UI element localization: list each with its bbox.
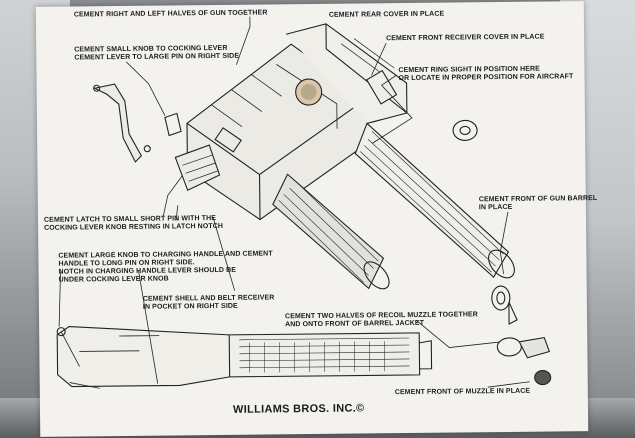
barrel-jacket <box>354 122 515 279</box>
exploded-gun-diagram <box>56 16 552 389</box>
instruction-label-cocking-lever: CEMENT SMALL KNOB TO COCKING LEVER CEMEN… <box>74 44 240 62</box>
instruction-label-rear-cover: CEMENT REAR COVER IN PLACE <box>328 10 445 19</box>
instruction-label-front-receiver-cover: CEMENT FRONT RECEIVER COVER IN PLACE <box>386 33 545 43</box>
instruction-label-ring-sight: CEMENT RING SIGHT IN POSITION HERE OR LO… <box>398 65 574 83</box>
assembled-gun-side-view <box>56 325 433 389</box>
muzzle-parts <box>491 285 552 386</box>
grip-cylinder <box>272 173 390 290</box>
instruction-label-shell-belt-receiver: CEMENT SHELL AND BELT RECEIVER IN POCKET… <box>142 294 275 311</box>
instruction-label-gun-barrel-front: CEMENT FRONT OF GUN BARREL IN PLACE <box>478 195 598 212</box>
receiver-body <box>186 43 368 221</box>
manufacturer-credit: WILLIAMS BROS. INC.© <box>232 402 365 416</box>
instruction-label-latch: CEMENT LATCH TO SMALL SHORT PIN WITH THE… <box>43 215 224 232</box>
leader-lines <box>58 16 530 388</box>
instruction-label-muzzle-front: CEMENT FRONT OF MUZZLE IN PLACE <box>394 387 531 397</box>
instruction-sheet: CEMENT RIGHT AND LEFT HALVES OF GUN TOGE… <box>35 1 597 437</box>
instruction-label-recoil-muzzle: CEMENT TWO HALVES OF RECOIL MUZZLE TOGET… <box>284 311 478 329</box>
instruction-label-charging-handle: CEMENT LARGE KNOB TO CHARGING HANDLE AND… <box>58 250 273 284</box>
belt-receiver <box>174 144 221 192</box>
